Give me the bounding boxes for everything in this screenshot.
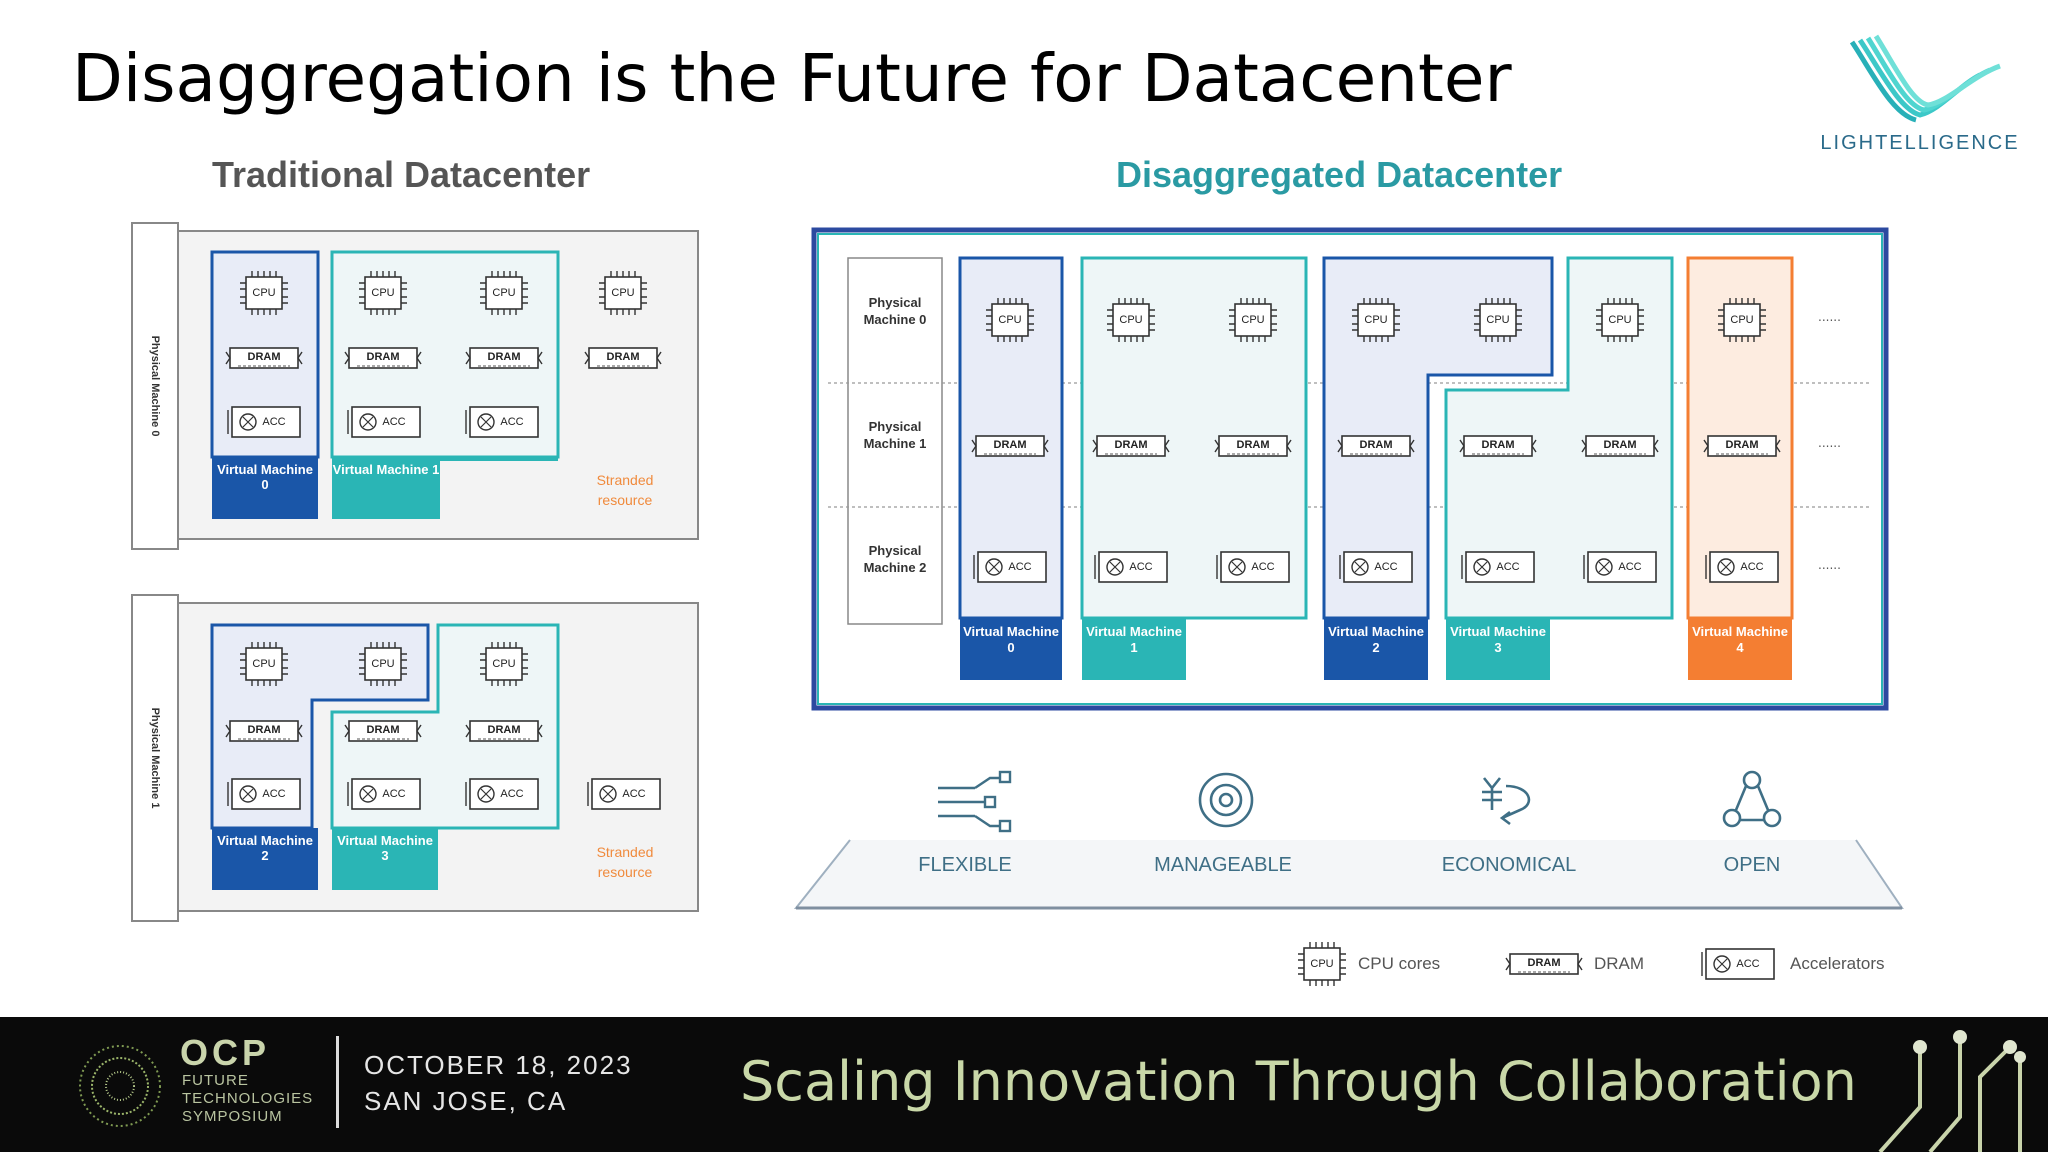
accelerator-label: ACC bbox=[1718, 956, 1778, 972]
cpu-chip-label: CPU bbox=[234, 285, 294, 301]
accelerator-label: ACC bbox=[1478, 559, 1538, 575]
dram-module-label: DRAM bbox=[353, 349, 413, 365]
machine-1-side-label: Physical Machine 1 bbox=[149, 708, 161, 809]
trad-vm1-label: Virtual Machine 1 bbox=[332, 462, 440, 477]
dis-vm1-label: Virtual Machine 1 bbox=[1082, 624, 1186, 656]
accelerator-label: ACC bbox=[482, 414, 542, 430]
cpu-chip-label: CPU bbox=[1223, 312, 1283, 328]
ocp-emblem-icon bbox=[70, 1036, 170, 1136]
dis-vm4-label: Virtual Machine 4 bbox=[1688, 624, 1792, 656]
event-date: OCTOBER 18, 2023 bbox=[364, 1050, 633, 1081]
legend-dram-label: DRAM bbox=[1594, 954, 1644, 974]
dram-module-label: DRAM bbox=[234, 349, 294, 365]
event-tagline: Scaling Innovation Through Collaboration bbox=[740, 1050, 1857, 1113]
accelerator-label: ACC bbox=[364, 786, 424, 802]
ocp-wordmark: OCP bbox=[180, 1032, 270, 1074]
dram-module-label: DRAM bbox=[474, 722, 534, 738]
ellipsis-0: ...... bbox=[1818, 310, 1841, 324]
cpu-chip-label: CPU bbox=[593, 285, 653, 301]
benefit-manageable: MANAGEABLE bbox=[1113, 854, 1333, 877]
dram-module-label: DRAM bbox=[1468, 437, 1528, 453]
cpu-chip-label: CPU bbox=[474, 285, 534, 301]
dis-vm0-label: Virtual Machine 0 bbox=[960, 624, 1062, 656]
accelerator-label: ACC bbox=[1722, 559, 1782, 575]
legend-cpu-label: CPU cores bbox=[1358, 954, 1440, 974]
trad-vm0-label: Virtual Machine 0 bbox=[212, 462, 318, 492]
cpu-chip-label: CPU bbox=[1101, 312, 1161, 328]
dram-module-label: DRAM bbox=[1223, 437, 1283, 453]
dram-module-label: DRAM bbox=[1514, 955, 1574, 971]
row-label-0: Physical Machine 0 bbox=[852, 294, 938, 328]
circuit-decoration-icon bbox=[1860, 1017, 2048, 1152]
benefit-flexible: FLEXIBLE bbox=[855, 854, 1075, 877]
stranded-label-0: Stranded resource bbox=[580, 470, 670, 510]
benefit-open: OPEN bbox=[1642, 854, 1862, 877]
dram-module-label: DRAM bbox=[1590, 437, 1650, 453]
cpu-chip-label: CPU bbox=[980, 312, 1040, 328]
dram-module-label: DRAM bbox=[1346, 437, 1406, 453]
accelerator-label: ACC bbox=[1111, 559, 1171, 575]
dram-module-label: DRAM bbox=[980, 437, 1040, 453]
benefit-economical: ECONOMICAL bbox=[1399, 854, 1619, 877]
dis-vm3-label: Virtual Machine 3 bbox=[1446, 624, 1550, 656]
footer-divider bbox=[336, 1036, 339, 1128]
cpu-chip-label: CPU bbox=[1346, 312, 1406, 328]
accelerator-label: ACC bbox=[1233, 559, 1293, 575]
cpu-chip-label: CPU bbox=[1292, 956, 1352, 972]
machine-0-side-label: Physical Machine 0 bbox=[149, 336, 161, 437]
trad-vm2-label: Virtual Machine 2 bbox=[212, 833, 318, 863]
accelerator-label: ACC bbox=[244, 786, 304, 802]
accelerator-label: ACC bbox=[482, 786, 542, 802]
cpu-chip-label: CPU bbox=[1590, 312, 1650, 328]
stranded-label-1: Stranded resource bbox=[580, 842, 670, 882]
event-location: SAN JOSE, CA bbox=[364, 1086, 567, 1117]
cpu-chip-label: CPU bbox=[234, 656, 294, 672]
cpu-chip-label: CPU bbox=[474, 656, 534, 672]
legend-acc-label: Accelerators bbox=[1790, 954, 1884, 974]
manageable-icon bbox=[1200, 774, 1252, 826]
dram-module-label: DRAM bbox=[474, 349, 534, 365]
accelerator-label: ACC bbox=[1356, 559, 1416, 575]
accelerator-label: ACC bbox=[604, 786, 664, 802]
dram-module-label: DRAM bbox=[593, 349, 653, 365]
economical-icon bbox=[1482, 778, 1529, 824]
cpu-chip-label: CPU bbox=[1468, 312, 1528, 328]
open-icon bbox=[1724, 772, 1780, 826]
trad-vm3-label: Virtual Machine 3 bbox=[332, 833, 438, 863]
dram-module-label: DRAM bbox=[353, 722, 413, 738]
accelerator-label: ACC bbox=[244, 414, 304, 430]
accelerator-label: ACC bbox=[990, 559, 1050, 575]
dis-vm2-label: Virtual Machine 2 bbox=[1324, 624, 1428, 656]
row-label-1: Physical Machine 1 bbox=[852, 418, 938, 452]
event-name: FUTURE TECHNOLOGIES SYMPOSIUM bbox=[182, 1072, 332, 1126]
dram-module-label: DRAM bbox=[1101, 437, 1161, 453]
cpu-chip-label: CPU bbox=[353, 285, 413, 301]
ellipsis-2: ...... bbox=[1818, 558, 1841, 572]
dram-module-label: DRAM bbox=[234, 722, 294, 738]
row-label-2: Physical Machine 2 bbox=[852, 542, 938, 576]
cpu-chip-label: CPU bbox=[1712, 312, 1772, 328]
cpu-chip-label: CPU bbox=[353, 656, 413, 672]
ellipsis-1: ...... bbox=[1818, 436, 1841, 450]
accelerator-label: ACC bbox=[1600, 559, 1660, 575]
dram-module-label: DRAM bbox=[1712, 437, 1772, 453]
flexible-icon bbox=[938, 772, 1010, 831]
accelerator-label: ACC bbox=[364, 414, 424, 430]
